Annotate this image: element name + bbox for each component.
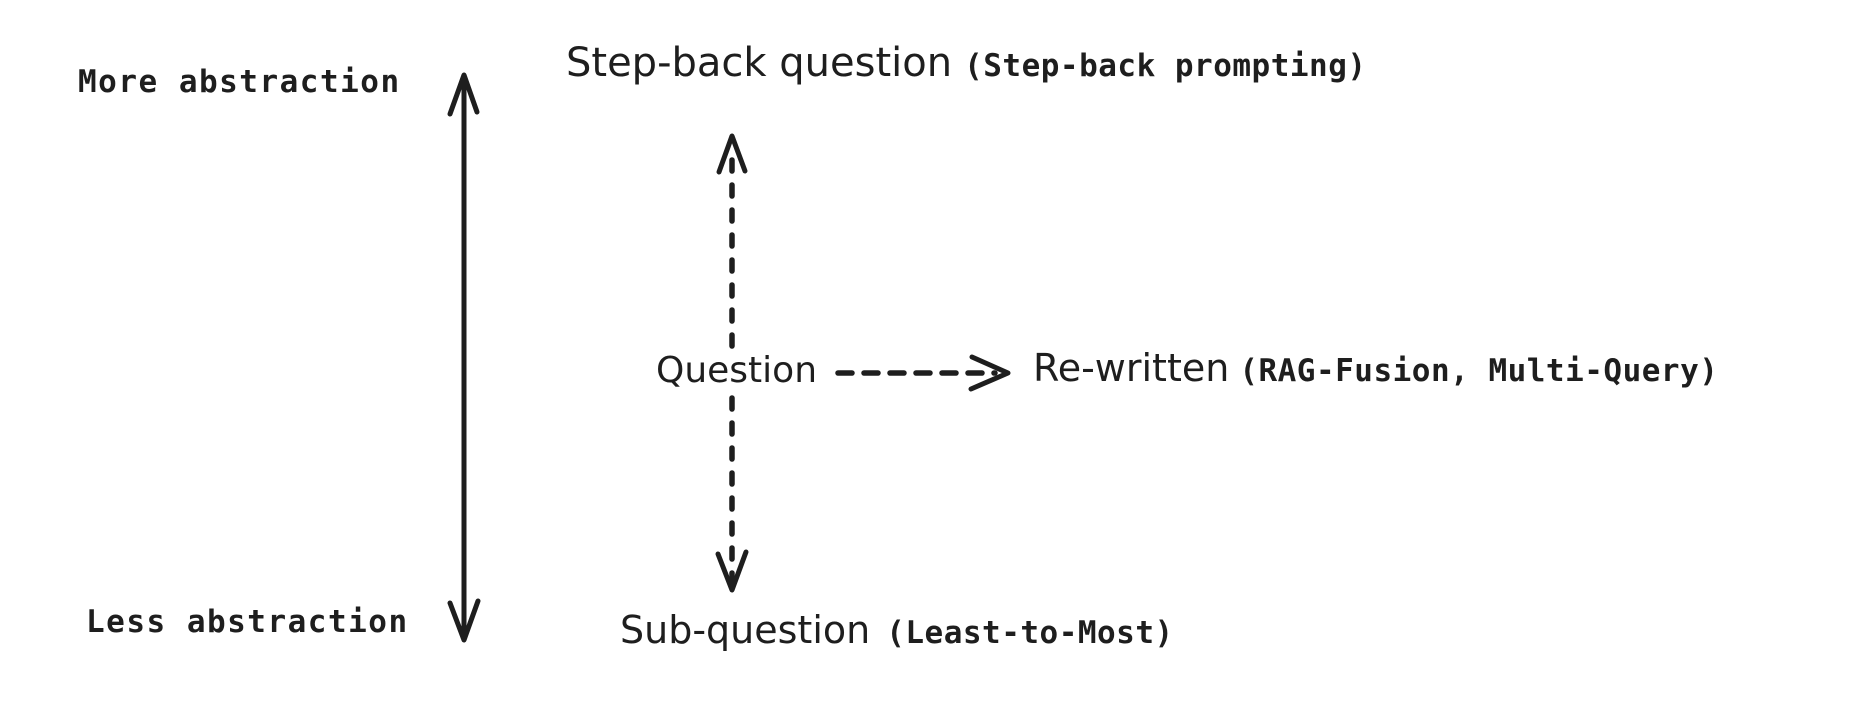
axis-label-more-abstraction: More abstraction	[78, 64, 401, 100]
abstraction-axis-arrow-icon	[447, 72, 481, 643]
node-question: Question	[656, 350, 818, 391]
node-re-written: Re-written (RAG-Fusion, Multi-Query)	[1033, 346, 1718, 390]
sub-question-title: Sub-question	[620, 608, 871, 652]
axis-label-less-abstraction: Less abstraction	[86, 604, 409, 640]
node-step-back-question: Step-back question (Step-back prompting)	[566, 40, 1367, 86]
re-written-method: (RAG-Fusion, Multi-Query)	[1239, 353, 1719, 389]
re-written-title: Re-written	[1033, 346, 1230, 390]
step-back-question-method: (Step-back prompting)	[964, 48, 1367, 84]
sub-question-dashed-arrow-icon	[715, 395, 749, 593]
step-back-dashed-arrow-icon	[716, 133, 748, 349]
sub-question-method: (Least-to-Most)	[886, 615, 1174, 651]
node-sub-question: Sub-question (Least-to-Most)	[620, 608, 1174, 652]
re-written-dashed-arrow-icon	[835, 354, 1011, 392]
step-back-question-title: Step-back question	[566, 40, 953, 86]
